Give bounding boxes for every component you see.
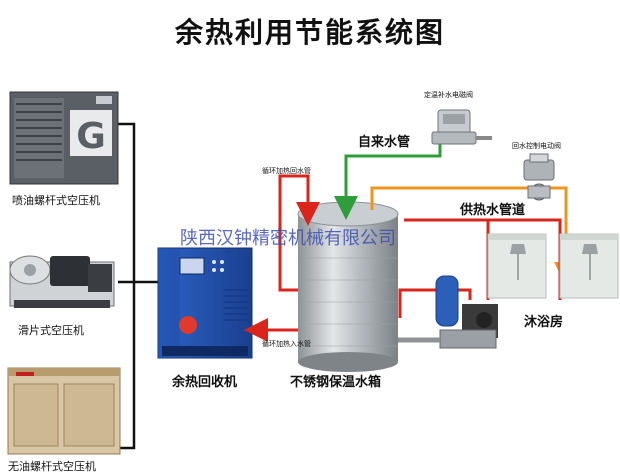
label-solenoid-makeup-valve: 定温补水电磁阀	[424, 90, 473, 99]
diagram-title: 余热利用节能系统图	[174, 16, 445, 49]
oil-free-screw-compressor	[7, 367, 121, 455]
label-bathroom: 沐浴房	[524, 314, 563, 330]
g-logo-icon: G	[76, 116, 106, 157]
stainless-water-tank	[297, 201, 399, 372]
tap-water-pipe	[334, 140, 442, 220]
label-recovery-unit: 余热回收机	[171, 374, 237, 390]
circulating-hot-return-pipe	[278, 174, 320, 292]
shower-room-1	[487, 233, 547, 299]
label-water-tank: 不锈钢保温水箱	[290, 374, 381, 390]
heat-recovery-unit	[157, 247, 253, 359]
pump-station	[398, 275, 498, 349]
label-circulating-hot-return: 循环加热回水管	[262, 166, 311, 175]
label-sliding-vane-compressor: 滑片式空压机	[18, 323, 84, 337]
return-control-valve	[523, 153, 555, 201]
label-tap-water: 自来水管	[358, 134, 410, 150]
sliding-vane-compressor	[9, 255, 115, 308]
compressor-heat-line	[118, 122, 158, 450]
label-oil-screw-compressor: 喷油螺杆式空压机	[12, 193, 100, 207]
label-circulating-heat-in: 循环加热入水管	[262, 339, 311, 348]
oil-screw-compressor: G	[9, 91, 119, 185]
label-hot-water-supply: 供热水管道	[459, 202, 525, 218]
label-return-control-valve: 回水控制电动阀	[512, 141, 561, 150]
hot-water-supply-pipe	[370, 186, 578, 286]
label-oil-free-screw-compressor: 无油螺杆式空压机	[8, 459, 96, 473]
shower-room-2	[559, 233, 619, 299]
solenoid-makeup-valve	[431, 109, 492, 145]
watermark: 陕西汉钟精密机械有限公司	[180, 228, 396, 249]
